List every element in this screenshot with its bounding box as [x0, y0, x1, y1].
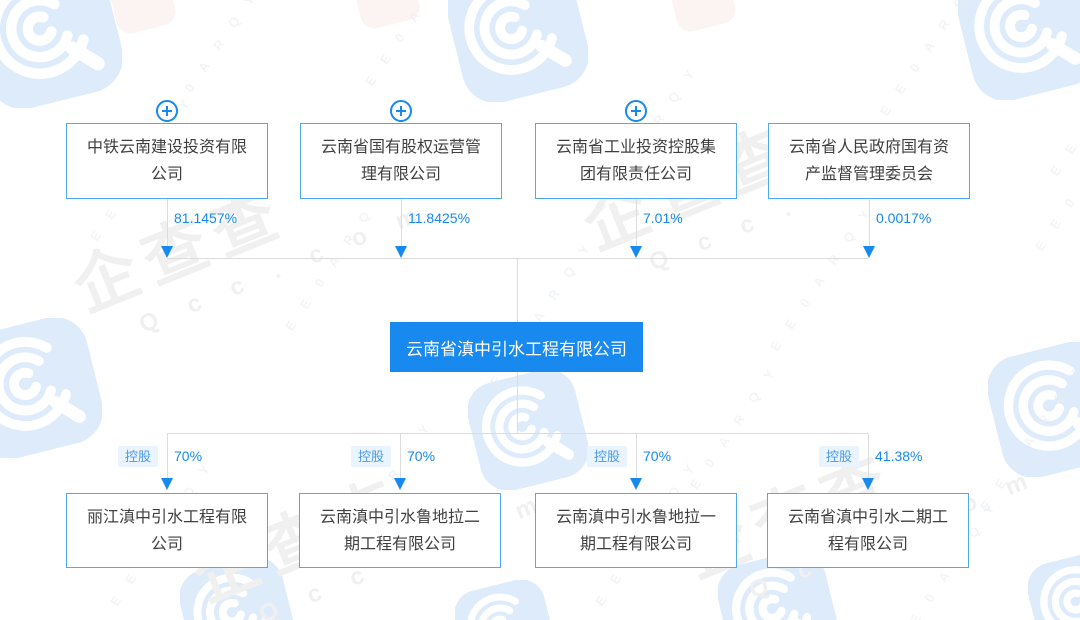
connector-line	[868, 434, 869, 479]
arrow-down-icon	[630, 246, 642, 258]
watermark-code-text: E E 0 A R Q Y	[1032, 101, 1080, 254]
connector-line	[401, 199, 402, 247]
red-logo-watermark	[105, 0, 179, 37]
company-name: 云南滇中引水鲁地拉一期工程有限公司	[555, 508, 716, 553]
connector-line	[167, 258, 869, 259]
holding-badge: 控股	[587, 446, 627, 467]
company-name: 云南省国有股权运营管理有限公司	[320, 139, 481, 183]
subsidiary-company-box[interactable]: 丽江滇中引水工程有限公司	[66, 493, 268, 568]
shareholder-company-box[interactable]: 云南省工业投资控股集团有限责任公司	[535, 123, 737, 199]
company-name: 云南省人民政府国有资产监督管理委员会	[788, 139, 949, 183]
shareholder-company-box[interactable]: 中铁云南建设投资有限公司	[66, 123, 268, 199]
holding-badge: 控股	[351, 446, 391, 467]
company-name: 云南省工业投资控股集团有限责任公司	[555, 139, 716, 183]
red-logo-watermark	[665, 0, 739, 35]
connector-line	[517, 258, 518, 323]
company-name: 中铁云南建设投资有限公司	[86, 139, 247, 183]
arrow-down-icon	[394, 478, 406, 490]
shareholding-percentage: 11.8425%	[408, 210, 471, 226]
company-name: 云南省滇中引水二期工程有限公司	[787, 508, 948, 553]
shareholder-company-box[interactable]: 云南省人民政府国有资产监督管理委员会	[768, 123, 970, 199]
company-name: 丽江滇中引水工程有限公司	[86, 508, 247, 553]
company-name: 云南滇中引水鲁地拉二期工程有限公司	[319, 508, 480, 553]
connector-line	[167, 434, 168, 479]
shareholding-percentage: 41.38%	[875, 448, 923, 464]
arrow-down-icon	[863, 246, 875, 258]
shareholding-percentage: 70%	[643, 448, 672, 464]
red-logo-watermark	[349, 0, 423, 32]
arrow-down-icon	[161, 478, 173, 490]
watermark-code-text: E E 0 A R Q Y	[767, 201, 877, 354]
qcc-logo-watermark	[0, 318, 102, 458]
root-company-box[interactable]: 云南省滇中引水工程有限公司	[390, 322, 643, 372]
connector-line	[167, 433, 868, 434]
holding-badge: 控股	[819, 446, 859, 467]
qcc-logo-watermark	[988, 342, 1080, 477]
expand-icon[interactable]	[625, 100, 647, 122]
subsidiary-company-box[interactable]: 云南滇中引水鲁地拉一期工程有限公司	[535, 493, 737, 568]
connector-line	[400, 434, 401, 479]
arrow-down-icon	[862, 478, 874, 490]
shareholding-percentage: 7.01%	[643, 210, 683, 226]
qcc-logo-watermark	[0, 0, 122, 108]
qcc-logo-watermark	[958, 0, 1080, 100]
connector-line	[167, 199, 168, 247]
arrow-down-icon	[395, 246, 407, 258]
expand-icon[interactable]	[156, 100, 178, 122]
subsidiary-company-box[interactable]: 云南省滇中引水二期工程有限公司	[767, 493, 969, 568]
qcc-logo-watermark	[455, 580, 555, 620]
shareholder-company-box[interactable]: 云南省国有股权运营管理有限公司	[300, 123, 502, 199]
watermark-code-text: E E 0 A R Q Y	[362, 0, 472, 89]
watermark-code-text: E E 0 A R Q Y	[877, 0, 987, 119]
connector-line	[636, 199, 637, 247]
subsidiary-company-box[interactable]: 云南滇中引水鲁地拉二期工程有限公司	[299, 493, 501, 568]
connector-line	[869, 199, 870, 247]
watermark-code-text: E E 0 A R Q Y	[1047, 26, 1080, 179]
connector-line	[636, 434, 637, 479]
arrow-down-icon	[161, 246, 173, 258]
holding-badge: 控股	[118, 446, 158, 467]
qcc-logo-watermark	[448, 0, 588, 102]
expand-icon[interactable]	[390, 100, 412, 122]
shareholding-percentage: 70%	[174, 448, 203, 464]
connector-line	[517, 371, 518, 433]
shareholding-percentage: 0.0017%	[876, 210, 932, 226]
qcc-logo-watermark	[468, 370, 588, 490]
watermark-code-text: E E 0 A R Q Y	[977, 361, 1080, 514]
shareholding-percentage: 70%	[407, 448, 436, 464]
shareholding-percentage: 81.1457%	[174, 210, 238, 226]
qcc-logo-watermark	[1028, 552, 1080, 620]
arrow-down-icon	[630, 478, 642, 490]
watermark-code-text: E E 0 A R Q Y	[672, 361, 782, 514]
